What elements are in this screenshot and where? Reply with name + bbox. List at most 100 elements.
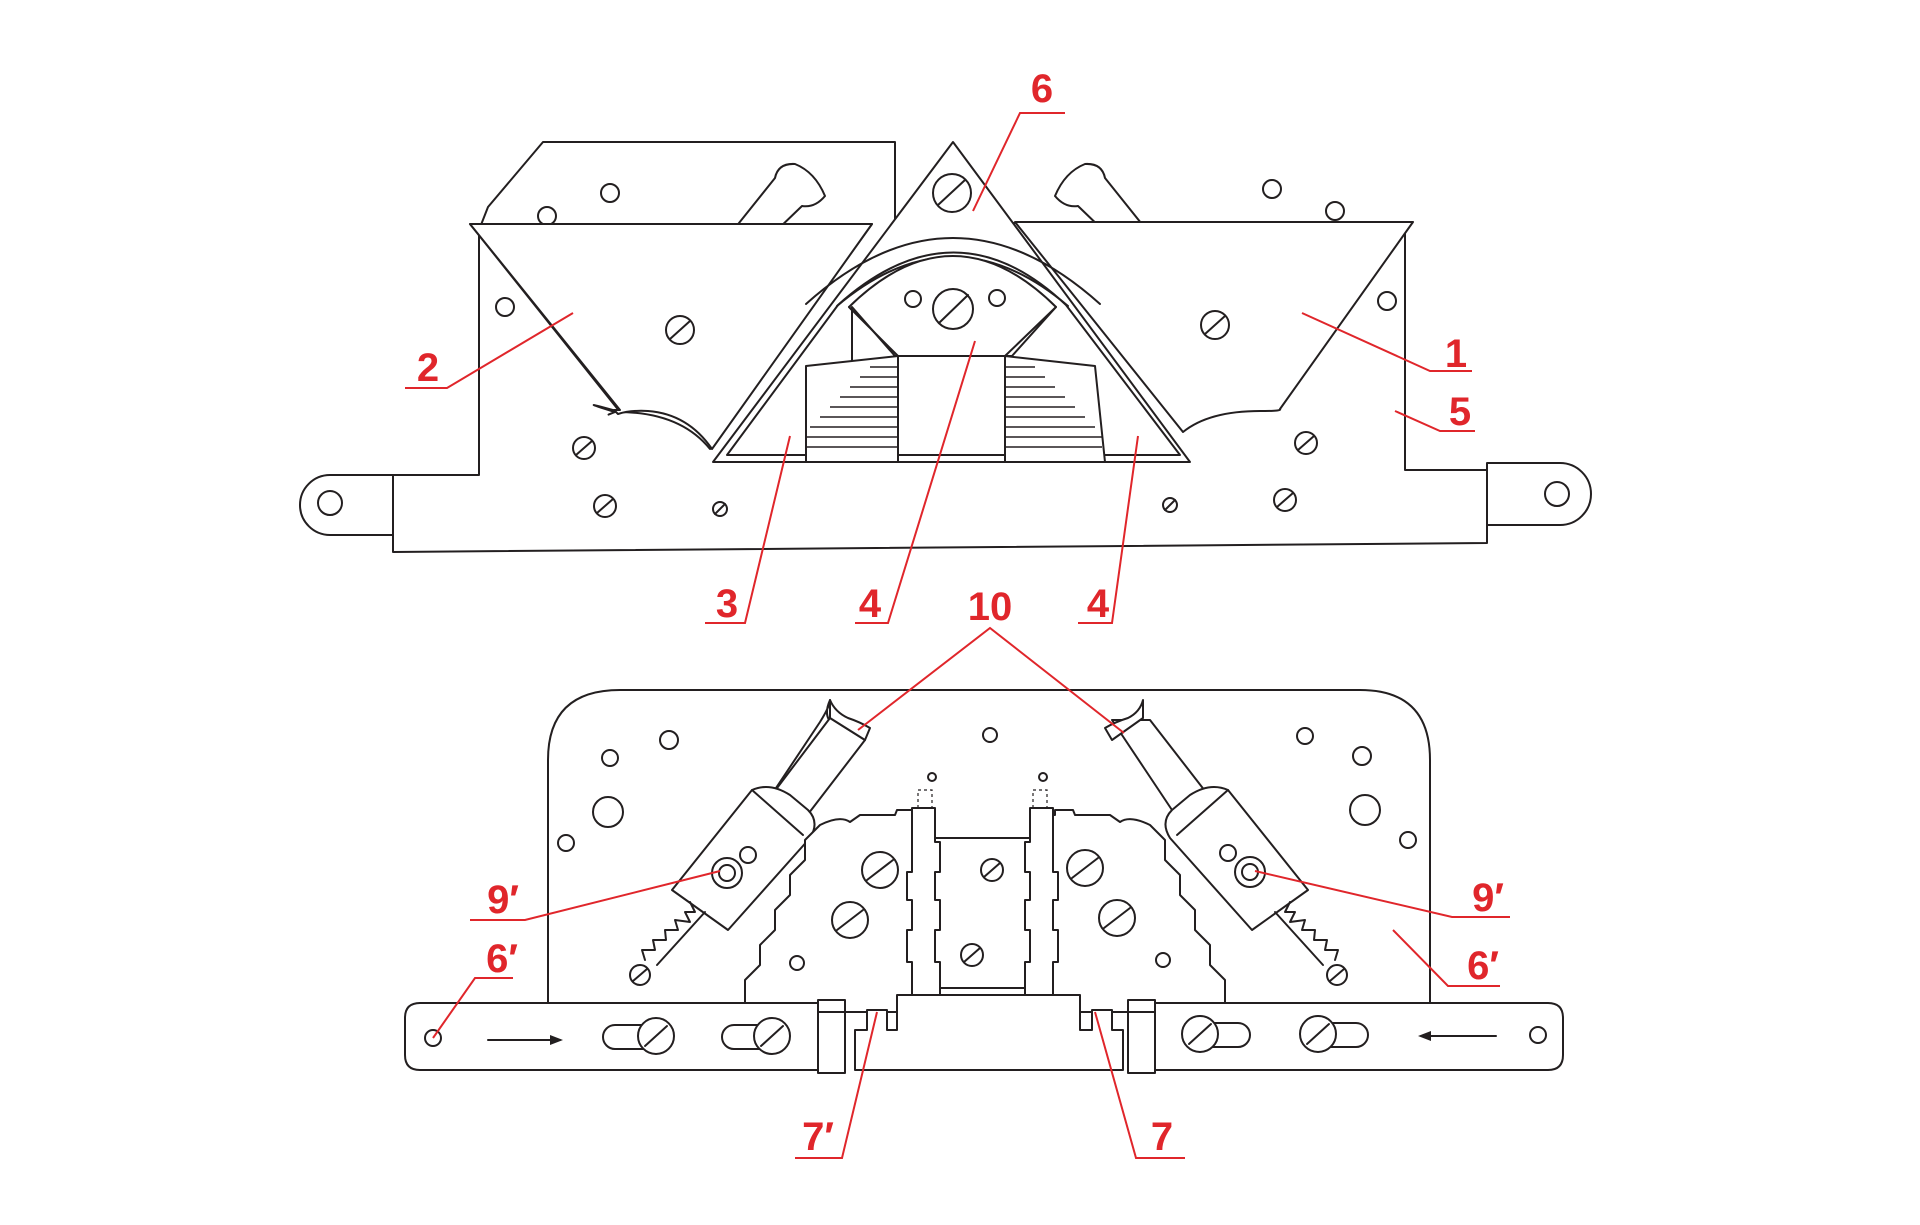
screw-slot bbox=[1276, 492, 1294, 508]
screw bbox=[980, 858, 1004, 882]
hole bbox=[592, 796, 624, 828]
screw bbox=[1098, 899, 1136, 937]
jaw-2-body bbox=[469, 223, 873, 450]
wedge-edge bbox=[848, 306, 899, 357]
screw-slot bbox=[1188, 1023, 1212, 1045]
wedge-edge bbox=[1004, 306, 1057, 357]
screw-slot bbox=[714, 503, 726, 515]
hole bbox=[659, 730, 679, 750]
leader-6p-left bbox=[432, 977, 513, 1039]
screw bbox=[1326, 964, 1348, 986]
housing-edge bbox=[751, 789, 804, 836]
screw-slot bbox=[596, 498, 614, 514]
screw bbox=[665, 315, 695, 345]
screw bbox=[629, 964, 651, 986]
screw bbox=[1162, 497, 1178, 513]
hole bbox=[1377, 291, 1397, 311]
rack-left bbox=[641, 901, 696, 961]
hole bbox=[1399, 831, 1417, 849]
screw-slot bbox=[1329, 968, 1345, 982]
hole bbox=[904, 290, 922, 308]
rack-bar-right bbox=[1024, 807, 1059, 1011]
leader-9p-right bbox=[1254, 870, 1510, 918]
label-7: 7 bbox=[1151, 1115, 1173, 1159]
label-9p-left: 9′ bbox=[487, 878, 519, 922]
slide-bar-right bbox=[1134, 1002, 1564, 1071]
slide-bar-left bbox=[404, 1002, 839, 1071]
spring-right-coils bbox=[1005, 366, 1102, 448]
screw bbox=[593, 494, 617, 518]
hole bbox=[982, 727, 998, 743]
screw-slot bbox=[669, 320, 691, 340]
hole bbox=[1529, 1026, 1547, 1044]
screw-slot bbox=[983, 862, 1001, 878]
central-bottom bbox=[854, 994, 1124, 1071]
pivot-9p-right bbox=[1234, 856, 1266, 888]
hole bbox=[927, 772, 937, 782]
screw-slot bbox=[1297, 435, 1315, 451]
screw-slot bbox=[1071, 857, 1099, 879]
upper-right-lever bbox=[1054, 162, 1146, 233]
hole bbox=[1262, 179, 1282, 199]
screw bbox=[1066, 849, 1104, 887]
screw-slot bbox=[644, 1025, 668, 1047]
label-5: 5 bbox=[1449, 390, 1471, 434]
pivot-9p-left-inner bbox=[718, 864, 736, 882]
label-3: 3 bbox=[716, 582, 738, 626]
hole bbox=[789, 955, 805, 971]
screw-slot bbox=[1164, 499, 1176, 511]
spring-right bbox=[1004, 355, 1106, 463]
screw-slot bbox=[963, 947, 981, 963]
screw-slot bbox=[938, 294, 969, 324]
leader-10 bbox=[857, 626, 1125, 734]
leader-5 bbox=[1394, 410, 1475, 432]
hole bbox=[601, 749, 619, 767]
rack-bar-left bbox=[906, 807, 941, 1011]
lever-10-right-head bbox=[1104, 699, 1144, 741]
screw bbox=[572, 436, 596, 460]
lever-10-left-head bbox=[829, 699, 871, 741]
labels: 6 2 1 5 3 4 4 10 9′ 9′ 6′ 6′ 7′ 7 bbox=[417, 67, 1504, 1159]
right-housing bbox=[1164, 785, 1309, 931]
spring-left-coils bbox=[806, 366, 898, 448]
upper-left-lever bbox=[734, 162, 826, 233]
screw-slot bbox=[937, 179, 966, 206]
label-6p-right: 6′ bbox=[1467, 944, 1499, 988]
arrow-right-head bbox=[550, 1035, 563, 1045]
screw bbox=[960, 943, 984, 967]
label-10: 10 bbox=[968, 585, 1013, 629]
screw-slot bbox=[866, 859, 894, 881]
hole bbox=[424, 1029, 442, 1047]
spring-left bbox=[805, 355, 899, 463]
label-9p-right: 9′ bbox=[1472, 876, 1504, 920]
hole bbox=[988, 289, 1006, 307]
hole bbox=[1349, 794, 1381, 826]
screw-slot bbox=[760, 1025, 784, 1047]
leader-6p-right bbox=[1392, 929, 1500, 987]
arrow-left-head bbox=[1418, 1031, 1431, 1041]
screw bbox=[831, 901, 869, 939]
label-7p: 7′ bbox=[802, 1115, 834, 1159]
label-1: 1 bbox=[1445, 332, 1467, 376]
leader-3 bbox=[705, 435, 791, 624]
upper-left-lug bbox=[299, 474, 394, 536]
screw bbox=[861, 851, 899, 889]
screw bbox=[712, 501, 728, 517]
leader-7 bbox=[1094, 1011, 1185, 1159]
screw-slot bbox=[1204, 315, 1226, 335]
hole bbox=[1038, 772, 1048, 782]
leader-4a bbox=[855, 340, 976, 624]
leader-6 bbox=[972, 112, 1065, 212]
screw bbox=[1200, 310, 1230, 340]
hole bbox=[739, 846, 757, 864]
leader-9p-left bbox=[470, 870, 721, 921]
arch-band-outer bbox=[805, 237, 1101, 305]
lower-assembly bbox=[404, 689, 1564, 1074]
right-lug-hole bbox=[1544, 481, 1570, 507]
hole bbox=[1219, 844, 1237, 862]
screw bbox=[932, 173, 972, 213]
label-4-left: 4 bbox=[859, 582, 882, 626]
leader-lines bbox=[405, 112, 1510, 1159]
rack-right-rod bbox=[1274, 911, 1324, 966]
